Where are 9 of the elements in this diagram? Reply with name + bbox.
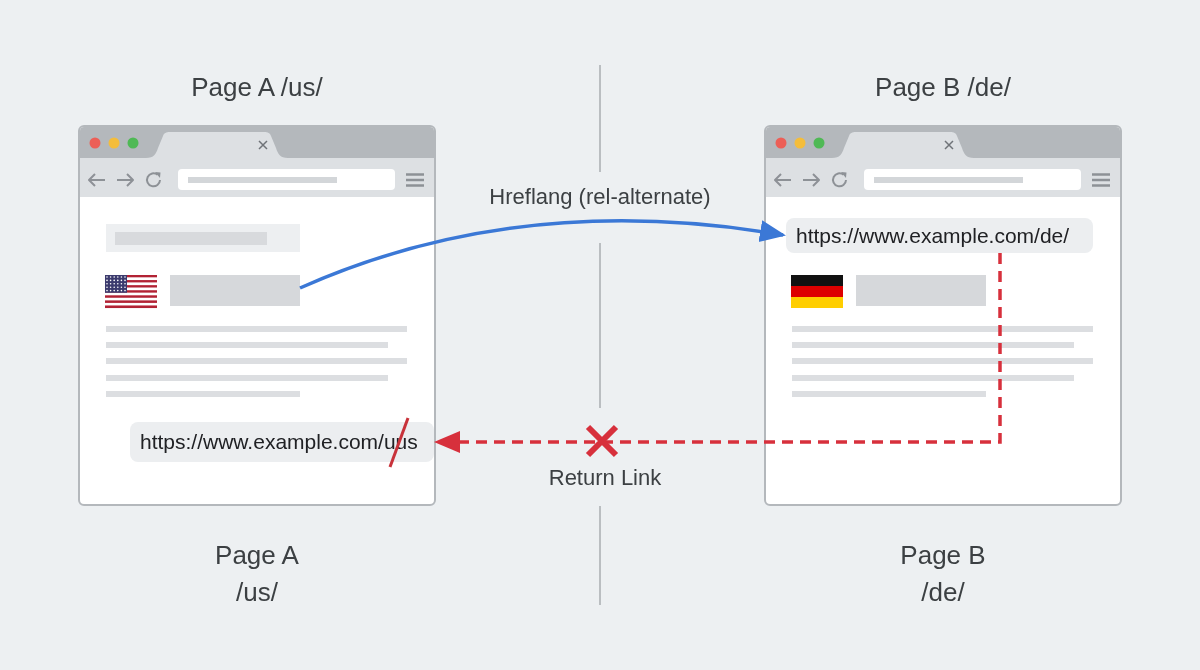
page-caption: Page A /us/ [214,539,300,609]
placeholder-bar [170,275,300,306]
page-title: Page A /us/ [191,71,323,103]
page-title: Page B /de/ [875,71,1011,103]
page-caption: Page B /de/ [899,539,987,609]
curved-arrow [299,219,786,290]
dashed-arrow [434,253,1002,453]
placeholder-bar [856,275,986,306]
url-label: https://www.example.com/de/ [786,218,1093,253]
